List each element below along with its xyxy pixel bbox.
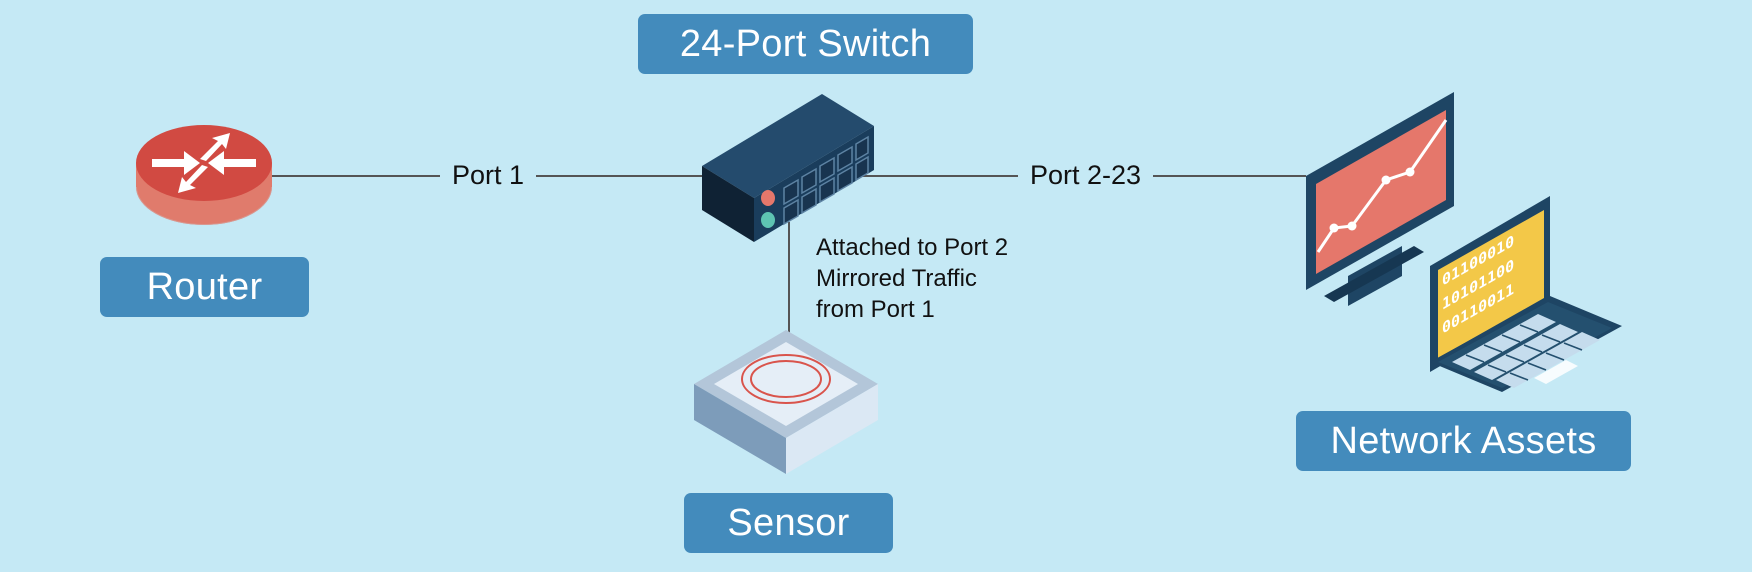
sensor-icon [694, 330, 878, 474]
sensor-link-note: Attached to Port 2 Mirrored Traffic from… [816, 232, 1008, 325]
sensor-label: Sensor [684, 493, 893, 553]
port-2-23-label: Port 2-23 [1018, 158, 1154, 192]
router-label: Router [100, 257, 309, 317]
monitor-icon [1306, 92, 1454, 306]
switch-icon [702, 94, 874, 242]
sensor-note-line: Attached to Port 2 [816, 234, 1009, 261]
network-assets-label: Network Assets [1296, 411, 1631, 471]
port-1-label: Port 1 [440, 158, 537, 192]
laptop-icon: 01100010 10101100 00110011 [1430, 196, 1622, 392]
router-icon [135, 125, 273, 226]
sensor-note-line: Mirrored Traffic [816, 265, 977, 292]
sensor-note-line: from Port 1 [816, 296, 935, 323]
switch-title: 24-Port Switch [638, 14, 973, 74]
